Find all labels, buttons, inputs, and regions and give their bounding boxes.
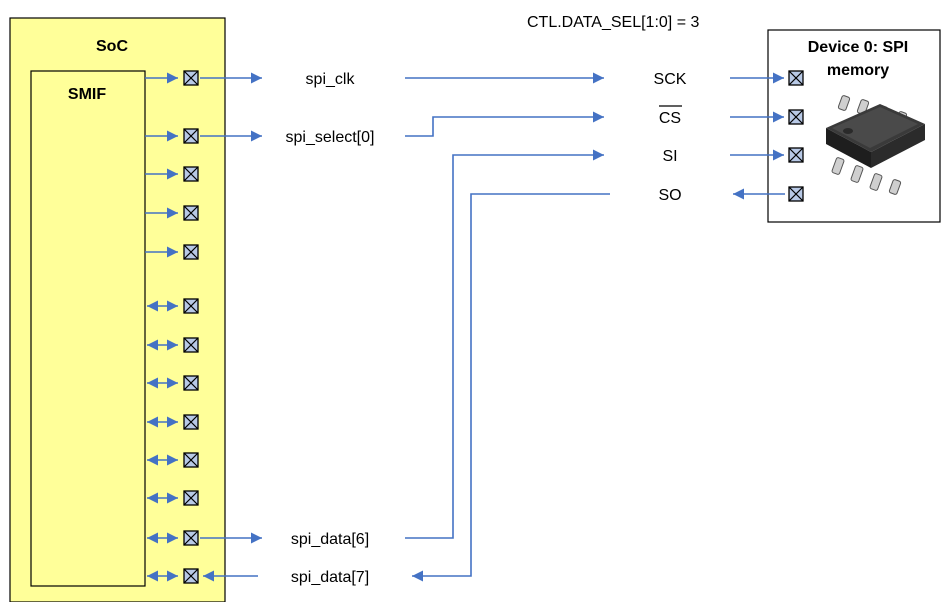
device-pin-si: SI <box>662 148 677 165</box>
device-pin-sck: SCK <box>654 71 687 88</box>
smif-output-pins <box>145 70 199 260</box>
soc-title: SoC <box>96 38 128 55</box>
signal-spi-clk: spi_clk <box>306 71 356 88</box>
config-label: CTL.DATA_SEL[1:0] = 3 <box>527 14 699 31</box>
signal-spi-data7: spi_data[7] <box>291 569 369 586</box>
smif-block <box>30 70 146 587</box>
device-pin-so: SO <box>658 187 681 204</box>
device-pin-cs: CS <box>659 110 681 127</box>
smif-bidirectional-pins <box>147 298 199 584</box>
wire-so <box>412 193 610 582</box>
memory-chip-icon <box>826 95 925 195</box>
device-title-line1: Device 0: SPI <box>808 39 909 56</box>
device-pins <box>730 70 804 202</box>
wire-si <box>405 149 604 539</box>
smif-title: SMIF <box>68 86 106 103</box>
device-title-line2: memory <box>827 62 889 79</box>
signal-spi-select: spi_select[0] <box>286 129 375 146</box>
wire-cs <box>405 111 604 137</box>
signal-spi-data6: spi_data[6] <box>291 531 369 548</box>
